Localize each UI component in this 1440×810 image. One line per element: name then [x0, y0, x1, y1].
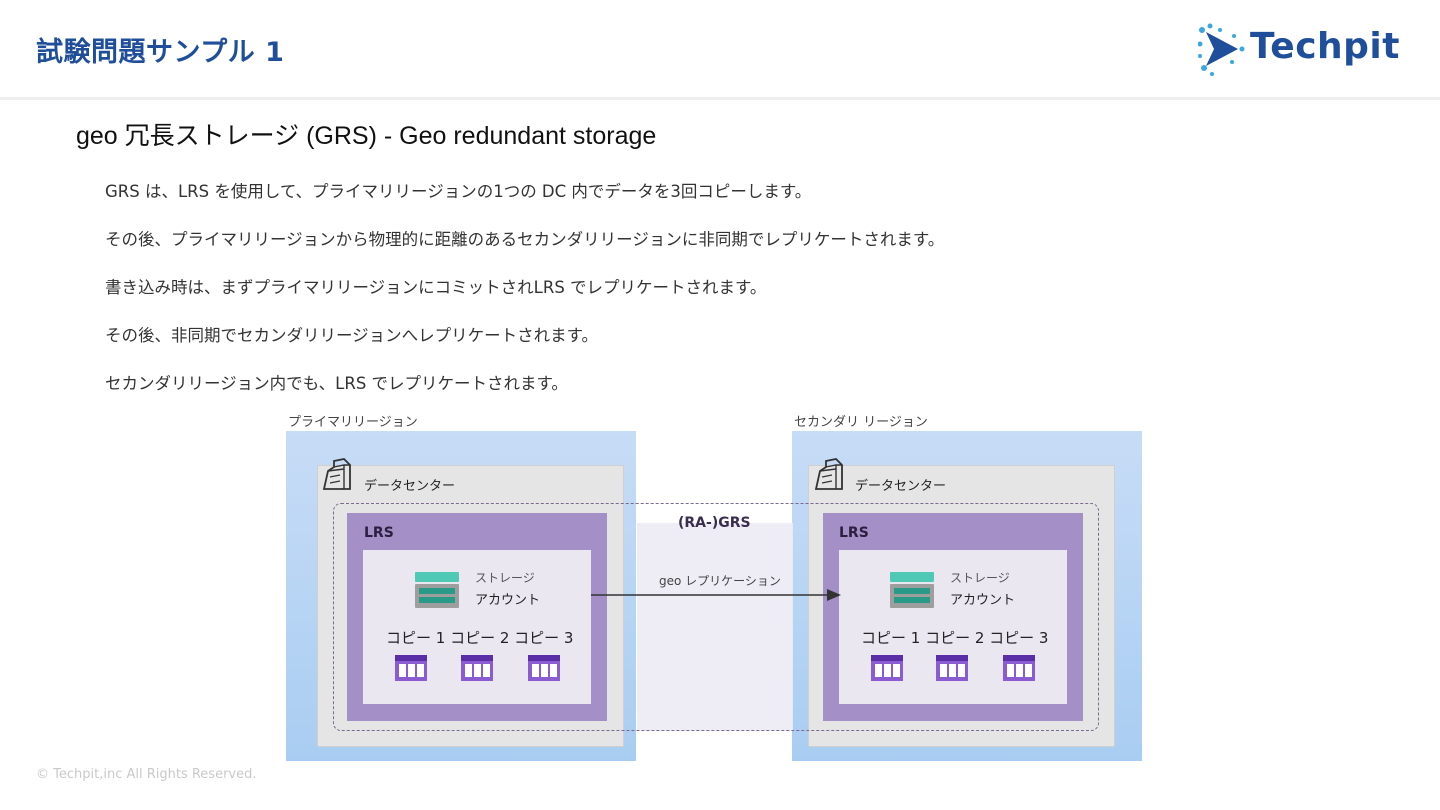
paragraph-1: GRS は、LRS を使用して、プライマリリージョンの1つの DC 内でデータを… [105, 182, 812, 201]
techpit-logo-icon [1198, 23, 1245, 76]
geo-replication-label: geo レプリケーション [659, 574, 781, 588]
primary-region-label: プライマリリージョン [288, 415, 418, 430]
table-icon [936, 655, 968, 681]
paragraph-2: その後、プライマリリージョンから物理的に距離のあるセカンダリリージョンに非同期で… [105, 230, 945, 249]
secondary-region-label: セカンダリ リージョン [794, 415, 928, 430]
section-heading: geo 冗長ストレージ (GRS) - Geo redundant storag… [76, 122, 657, 150]
primary-datacenter-label: データセンター [364, 479, 456, 494]
storage-account-icon [890, 572, 934, 608]
secondary-datacenter-label: データセンター [855, 479, 947, 494]
footer-copyright: © Techpit,inc All Rights Reserved. [36, 767, 257, 782]
primary-storage-label-bottom: アカウント [475, 593, 541, 608]
primary-lrs-label: LRS [364, 525, 394, 541]
grs-dashed-boundary [333, 503, 1099, 731]
datacenter-icon [322, 458, 351, 490]
paragraph-5: セカンダリリージョン内でも、LRS でレプリケートされます。 [105, 374, 568, 393]
techpit-logo: Techpit [1198, 22, 1408, 76]
secondary-storage-label-bottom: アカウント [950, 593, 1016, 608]
paragraph-3: 書き込み時は、まずプライマリリージョンにコミットされLRS でレプリケートされま… [105, 278, 767, 297]
primary-copies-label: コピー 1 コピー 2 コピー 3 [386, 629, 574, 647]
storage-account-icon [415, 572, 459, 608]
table-icon [528, 655, 560, 681]
table-icon [1003, 655, 1035, 681]
logo-text: Techpit [1250, 26, 1400, 67]
secondary-storage-label-top: ストレージ [950, 571, 1010, 585]
secondary-lrs-label: LRS [839, 525, 869, 541]
table-icon [395, 655, 427, 681]
table-icon [461, 655, 493, 681]
secondary-copies-label: コピー 1 コピー 2 コピー 3 [861, 629, 1049, 647]
paragraph-4: その後、非同期でセカンダリリージョンへレプリケートされます。 [105, 326, 599, 345]
table-icon [871, 655, 903, 681]
slide-title: 試験問題サンプル 1 [36, 37, 285, 68]
slide-header: 試験問題サンプル 1 Techpit [0, 0, 1440, 100]
grs-diagram: プライマリリージョン セカンダリ リージョン データセンター データセンター L… [280, 405, 1150, 765]
grs-label: (RA-)GRS [678, 515, 751, 531]
header-divider [0, 97, 1440, 100]
replication-band [637, 523, 793, 731]
primary-storage-label-top: ストレージ [475, 571, 535, 585]
datacenter-icon [814, 458, 843, 490]
arrow-right-icon [591, 589, 841, 601]
